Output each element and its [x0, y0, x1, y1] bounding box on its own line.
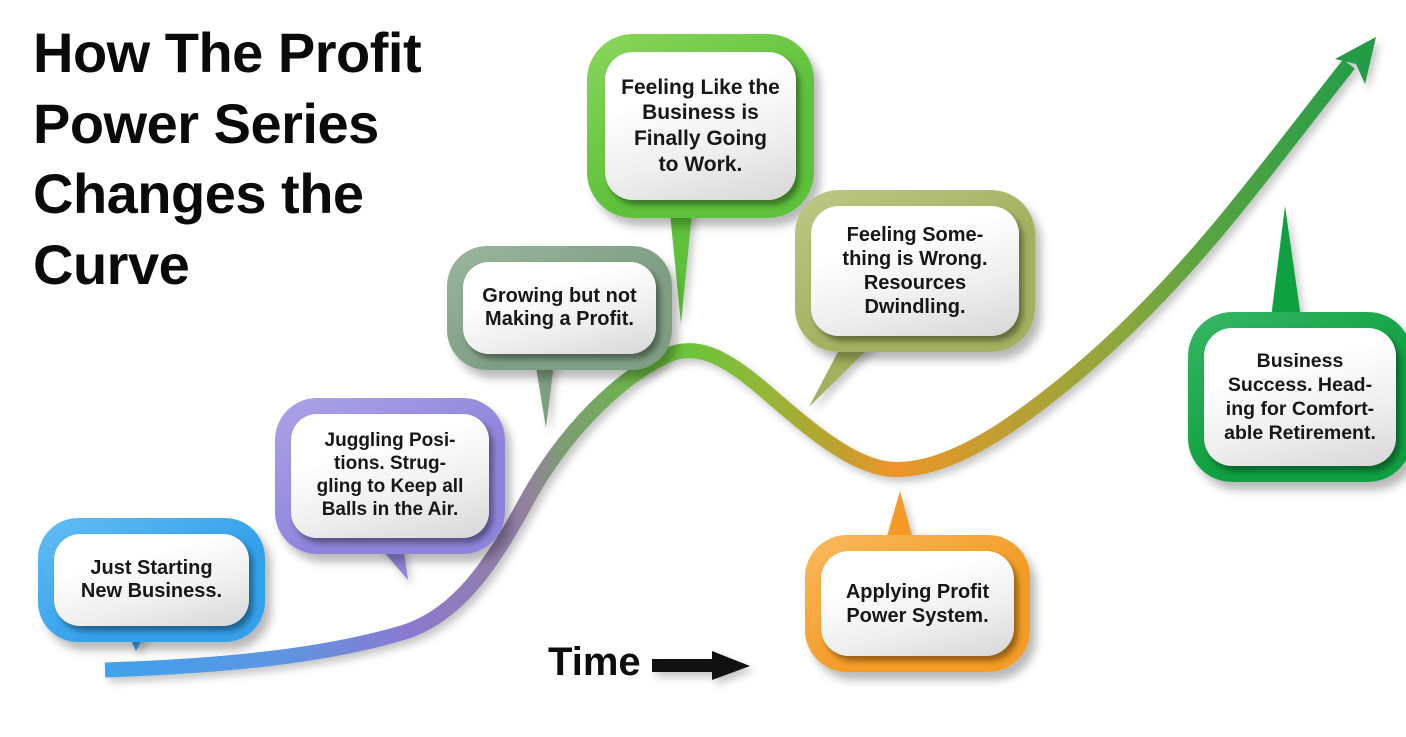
stage-label-just-starting: Just Starting New Business.: [54, 534, 249, 626]
stage-bubble-growing: Growing but not Making a Profit.: [447, 246, 672, 370]
time-arrow-icon: [652, 651, 750, 680]
curve-arrowhead-icon: [1335, 37, 1376, 84]
stage-label-success: Business Success. Head- ing for Comfort-…: [1204, 328, 1396, 466]
stage-bubble-applying-system: Applying Profit Power System.: [805, 535, 1030, 672]
stage-bubble-finally-working: Feeling Like the Business is Finally Goi…: [587, 34, 814, 218]
stage-label-growing: Growing but not Making a Profit.: [463, 262, 656, 354]
stage-bubble-just-starting: Just Starting New Business.: [38, 518, 265, 642]
stage-label-something-wrong: Feeling Some- thing is Wrong. Resources …: [811, 206, 1019, 336]
tail-success: [1271, 206, 1301, 318]
progress-curve: [104, 59, 1355, 678]
time-axis-label: Time: [548, 640, 641, 684]
stage-label-applying-system: Applying Profit Power System.: [821, 551, 1014, 656]
stage-bubble-juggling: Juggling Posi- tions. Strug- gling to Ke…: [275, 398, 505, 554]
page-title: How The Profit Power Series Changes the …: [33, 21, 422, 296]
stage-label-finally-working: Feeling Like the Business is Finally Goi…: [605, 52, 796, 200]
stage-bubble-success: Business Success. Head- ing for Comfort-…: [1188, 312, 1406, 482]
stage-label-juggling: Juggling Posi- tions. Strug- gling to Ke…: [291, 414, 489, 538]
stage-bubble-something-wrong: Feeling Some- thing is Wrong. Resources …: [795, 190, 1035, 352]
